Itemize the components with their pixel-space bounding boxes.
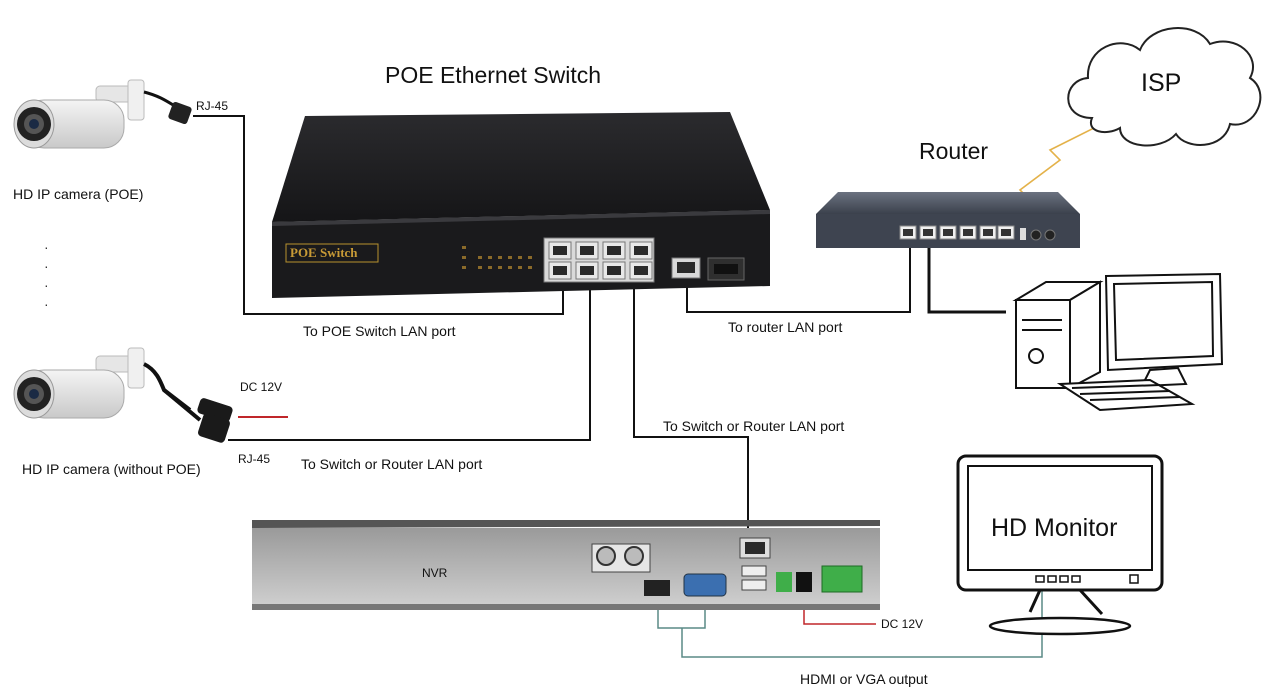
to-switch-router-right-label: To Switch or Router LAN port bbox=[663, 418, 845, 434]
cable-switch-nvr bbox=[633, 276, 749, 536]
monitor-icon bbox=[956, 454, 1164, 636]
cable-camera-poe bbox=[193, 115, 564, 315]
cable-camera-no-poe bbox=[228, 276, 591, 441]
camera-icon-no-poe bbox=[13, 347, 233, 443]
camera-no-poe-label: HD IP camera (without POE) bbox=[22, 461, 201, 477]
camera-poe-label: HD IP camera (POE) bbox=[13, 186, 144, 202]
switch-brand-label: POE Switch bbox=[290, 245, 358, 260]
switch-device bbox=[272, 112, 770, 298]
ellipsis-dots: · · · · bbox=[44, 239, 49, 312]
hdmi-vga-label: HDMI or VGA output bbox=[800, 671, 928, 687]
switch-title: POE Ethernet Switch bbox=[385, 62, 602, 88]
to-router-lan-label: To router LAN port bbox=[728, 319, 843, 335]
rj45-bottom-label: RJ-45 bbox=[238, 452, 271, 466]
router-device bbox=[816, 192, 1080, 248]
camera-icon-poe bbox=[13, 79, 192, 149]
nvr-device bbox=[252, 520, 880, 610]
cable-switch-router bbox=[686, 240, 911, 313]
dc12v-camera-label: DC 12V bbox=[240, 380, 283, 394]
cable-router-computer bbox=[927, 240, 1006, 314]
dc12v-nvr-label: DC 12V bbox=[881, 617, 924, 631]
computer-icon bbox=[1012, 272, 1224, 412]
rj45-top-label: RJ-45 bbox=[196, 99, 229, 113]
nvr-label: NVR bbox=[422, 566, 448, 580]
isp-label: ISP bbox=[1141, 69, 1182, 97]
to-poe-switch-lan-label: To POE Switch LAN port bbox=[303, 323, 456, 339]
hd-monitor-label: HD Monitor bbox=[991, 514, 1118, 542]
to-switch-router-left-label: To Switch or Router LAN port bbox=[301, 456, 483, 472]
cloud-icon bbox=[1067, 27, 1262, 147]
router-label: Router bbox=[919, 138, 989, 164]
